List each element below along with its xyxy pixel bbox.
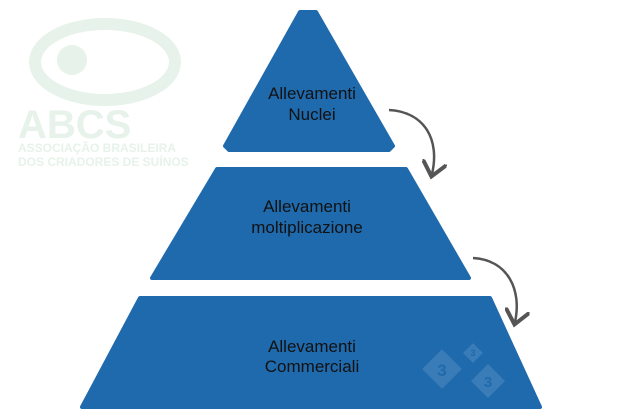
pyramid-level-middle [150,167,471,280]
arrow-icon [388,108,434,174]
arrow-icon [472,256,517,322]
level-bottom-label-line2: Commerciali [265,357,359,376]
level-top-label-line2: Nuclei [288,105,335,124]
pyramid-level-top [223,10,395,152]
watermark-line2: DOS CRIADORES DE SUÍNOS [18,154,189,169]
level-middle-label-line1: Allevamenti [263,197,351,216]
watermark-line1: ASSOCIAÇÃO BRASILEIRA [18,140,176,155]
corner-logo-digit: 3 [437,361,446,380]
watermark-logo: ABCS ASSOCIAÇÃO BRASILEIRA DOS CRIADORES… [18,18,189,169]
pyramid-level-bottom [80,296,542,409]
level-top-label-line1: Allevamenti [268,84,356,103]
watermark-letters: ABCS [18,103,131,147]
corner-logo: 3 3 3 [422,343,505,398]
corner-logo-digit: 3 [470,348,475,358]
corner-logo-digit: 3 [484,374,492,391]
level-bottom-label-line1: Allevamenti [268,337,356,356]
level-middle-label-line2: moltiplicazione [251,218,363,237]
